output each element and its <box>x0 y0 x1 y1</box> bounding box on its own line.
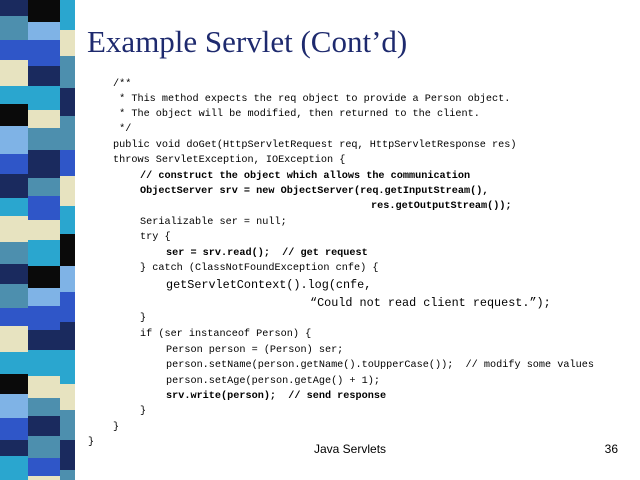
code-line: ObjectServer srv = new ObjectServer(req.… <box>140 186 489 197</box>
stripe-block <box>28 150 60 178</box>
stripe-block <box>28 66 60 86</box>
stripe-block <box>28 330 60 350</box>
code-line: try { <box>140 232 171 243</box>
stripe-block <box>28 86 60 110</box>
code-line: // construct the object which allows the… <box>140 171 471 182</box>
code-line: } catch (ClassNotFoundException cnfe) { <box>140 263 379 274</box>
code-line: ser = srv.read(); // get request <box>166 248 368 259</box>
slide-title: Example Servlet (Cont’d) <box>87 24 408 59</box>
stripe-column-edge <box>60 0 75 480</box>
stripe-block <box>0 0 28 16</box>
stripe-block <box>28 266 60 288</box>
decorative-stripe <box>0 0 75 480</box>
stripe-block <box>0 418 28 440</box>
stripe-block <box>60 384 75 410</box>
stripe-block <box>0 40 28 60</box>
stripe-block <box>60 470 75 480</box>
stripe-block <box>0 242 28 264</box>
code-line: } <box>113 422 120 433</box>
stripe-block <box>28 476 60 480</box>
stripe-column-outer <box>0 0 28 480</box>
code-line: } <box>140 406 147 417</box>
stripe-block <box>0 16 28 40</box>
stripe-block <box>60 116 75 150</box>
stripe-block <box>28 22 60 40</box>
stripe-block <box>0 456 28 480</box>
stripe-block <box>60 234 75 266</box>
stripe-block <box>28 220 60 240</box>
stripe-block <box>0 284 28 308</box>
footer-title: Java Servlets <box>314 442 387 456</box>
stripe-block <box>0 264 28 284</box>
stripe-block <box>28 398 60 416</box>
code-line: getServletContext().log(cnfe, <box>166 278 372 292</box>
stripe-block <box>28 306 60 330</box>
code-line: person.setAge(person.getAge() + 1); <box>166 376 380 387</box>
stripe-block <box>0 126 28 154</box>
stripe-block <box>28 110 60 128</box>
stripe-block <box>0 198 28 216</box>
slide-number: 36 <box>604 442 618 456</box>
stripe-block <box>0 216 28 242</box>
stripe-block <box>28 458 60 476</box>
code-line: public void doGet(HttpServletRequest req… <box>113 140 517 151</box>
stripe-block <box>60 30 75 56</box>
stripe-block <box>28 350 60 376</box>
stripe-block <box>0 86 28 104</box>
code-line: res.getOutputStream()); <box>371 201 512 212</box>
code-line: } <box>140 313 147 324</box>
code-line: */ <box>113 124 132 135</box>
code-line: * This method expects the req object to … <box>113 94 511 105</box>
code-line: if (ser instanceof Person) { <box>140 329 312 340</box>
stripe-block <box>0 326 28 352</box>
stripe-block <box>0 174 28 198</box>
stripe-block <box>28 288 60 306</box>
stripe-block <box>60 0 75 30</box>
stripe-block <box>0 352 28 374</box>
stripe-block <box>60 176 75 206</box>
code-line: Serializable ser = null; <box>140 217 287 228</box>
stripe-block <box>60 88 75 116</box>
stripe-block <box>28 128 60 150</box>
stripe-block <box>0 394 28 418</box>
stripe-block <box>60 150 75 176</box>
stripe-block <box>0 374 28 394</box>
stripe-block <box>28 376 60 398</box>
stripe-block <box>0 440 28 456</box>
stripe-block <box>60 56 75 88</box>
stripe-block <box>28 40 60 66</box>
stripe-block <box>60 350 75 384</box>
stripe-block <box>28 196 60 220</box>
stripe-block <box>28 178 60 196</box>
stripe-column-inner <box>28 0 60 480</box>
code-line: } <box>88 437 95 448</box>
stripe-block <box>60 266 75 292</box>
stripe-block <box>60 322 75 350</box>
stripe-block <box>28 240 60 266</box>
code-line: “Could not read client request.”); <box>310 296 551 310</box>
stripe-block <box>60 292 75 322</box>
code-line: srv.write(person); // send response <box>166 391 387 402</box>
stripe-block <box>60 440 75 470</box>
stripe-block <box>28 436 60 458</box>
stripe-block <box>0 104 28 126</box>
code-line: /** <box>113 79 132 90</box>
code-line: throws ServletException, IOException { <box>113 155 346 166</box>
stripe-block <box>0 60 28 86</box>
code-line: Person person = (Person) ser; <box>166 345 344 356</box>
stripe-block <box>28 0 60 22</box>
code-line: * The object will be modified, then retu… <box>113 109 480 120</box>
stripe-block <box>60 206 75 234</box>
code-line: person.setName(person.getName().toUpperC… <box>166 360 594 371</box>
stripe-block <box>0 154 28 174</box>
stripe-block <box>60 410 75 440</box>
stripe-block <box>0 308 28 326</box>
stripe-block <box>28 416 60 436</box>
